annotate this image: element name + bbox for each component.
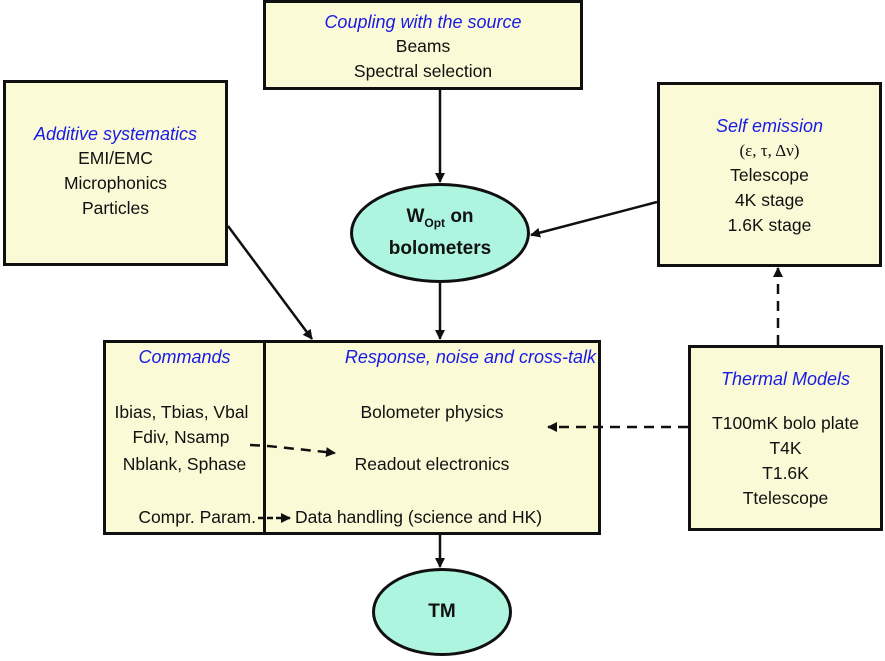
thermal-line-bolo-plate: T100mK bolo plate [712,413,859,433]
tm-node: TM [372,568,512,656]
additive-line-particles: Particles [81,198,150,218]
self-emission-line-4k: 4K stage [734,190,805,210]
thermal-line-ttelescope: Ttelescope [742,488,829,508]
commands-section: Commands [106,346,263,369]
thermal-line-t1-6k: T1.6K [762,463,809,483]
self-emission-line-1-6k: 1.6K stage [727,215,812,235]
response-line-bolometer-physics: Bolometer physics [360,402,504,422]
self-emission-params: (ε, τ, Δν) [739,141,800,160]
wopt-main: W [406,206,425,228]
arrow-additive-to-response [226,225,314,340]
commands-line-compr-param: Compr. Param. [138,507,256,527]
wopt-subscript: Opt [424,215,446,230]
thermal-line-t4k: T4K [769,438,802,458]
commands-response-divider [263,340,266,535]
wopt-on-bolometers-node: WOpt on bolometers [350,183,530,283]
additive-systematics-box: Additive systematics EMI/EMC Microphonic… [3,80,228,266]
arrow-self-emission-to-wopt [530,200,658,238]
wopt-suffix: on [445,206,474,228]
wopt-label-line1: WOpt on [406,204,473,236]
self-emission-line-telescope: Telescope [730,165,809,185]
thermal-models-box: Thermal Models T100mK bolo plate T4K T1.… [688,345,883,531]
response-line-data-handling: Data handling (science and HK) [295,507,543,527]
coupling-title: Coupling with the source [324,12,522,32]
response-line-readout-electronics: Readout electronics [354,454,510,474]
coupling-with-source-box: Coupling with the source Beams Spectral … [263,0,583,90]
response-section: Response, noise and cross-talk [266,346,598,369]
additive-line-emi: EMI/EMC [78,148,153,168]
additive-line-microphonics: Microphonics [63,173,168,193]
tm-label: TM [428,601,456,622]
commands-title: Commands [138,347,231,367]
coupling-line-spectral: Spectral selection [353,61,493,81]
commands-line-nblank-sphase: Nblank, Sphase [122,454,247,474]
thermal-title: Thermal Models [720,369,851,389]
self-emission-title: Self emission [715,116,824,136]
wopt-label-line2: bolometers [388,237,492,259]
response-title: Response, noise and cross-talk [344,347,596,367]
commands-line-bias: Ibias, Tbias, Vbal [114,402,249,422]
self-emission-box: Self emission (ε, τ, Δν) Telescope 4K st… [657,82,882,267]
commands-line-fdiv-nsamp: Fdiv, Nsamp [132,427,230,447]
additive-title: Additive systematics [33,124,198,144]
coupling-line-beams: Beams [395,36,451,56]
commands-response-box [103,340,601,535]
